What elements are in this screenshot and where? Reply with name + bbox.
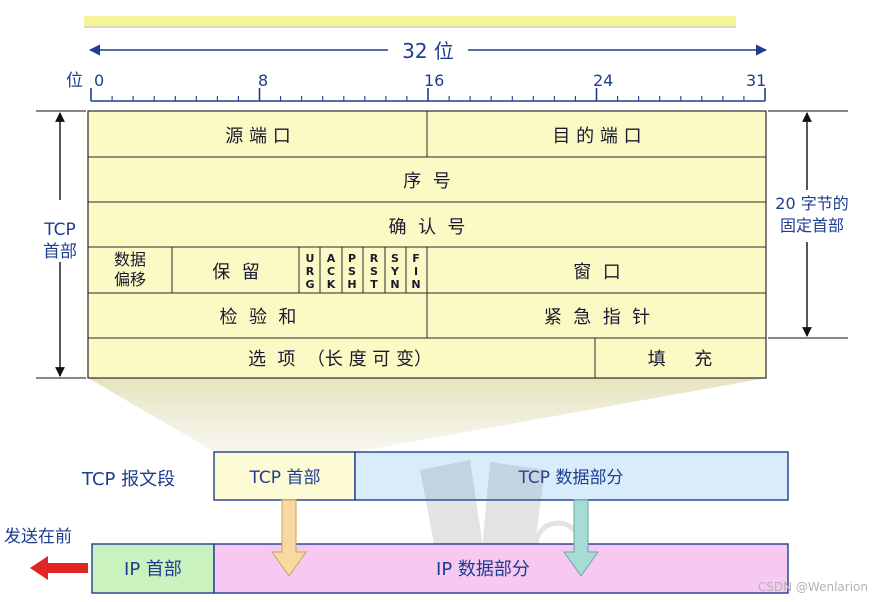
fin-flag: F I N bbox=[411, 252, 420, 291]
bit-tick-31: 31 bbox=[746, 71, 766, 90]
rst-flag-letter-2: S bbox=[370, 265, 378, 278]
window-cell: 窗 口 bbox=[573, 262, 620, 283]
header-encapsulation-arrow bbox=[271, 499, 307, 577]
syn-flag-letter-3: N bbox=[390, 278, 399, 291]
checksum-cell: 检 验 和 bbox=[220, 307, 297, 328]
reserved-cell: 保 留 bbox=[212, 262, 259, 283]
ruler-ticks bbox=[90, 88, 766, 101]
send-direction-arrow bbox=[30, 556, 88, 580]
syn-flag: S Y N bbox=[390, 252, 400, 291]
tcp-header-label-line-2: 首部 bbox=[43, 242, 77, 262]
options-cell: 选 项 （长 度 可 变） bbox=[248, 349, 432, 370]
dest-port-cell: 目 的 端 口 bbox=[552, 126, 641, 147]
psh-flag-letter-1: P bbox=[348, 252, 356, 265]
ip-header-box bbox=[91, 543, 215, 594]
urg-flag: U R G bbox=[305, 252, 314, 291]
tcp-header-label-line-1: TCP bbox=[43, 220, 76, 240]
syn-flag-letter-1: S bbox=[391, 252, 399, 265]
tcp-segment-data-box bbox=[354, 451, 789, 501]
width-label: 32 位 bbox=[402, 39, 454, 63]
fin-flag-letter-3: N bbox=[411, 278, 420, 291]
fin-flag-letter-1: F bbox=[412, 252, 420, 265]
bit-tick-8: 8 bbox=[258, 71, 268, 90]
urg-flag-letter-2: R bbox=[306, 265, 315, 278]
fin-flag-letter-2: I bbox=[414, 265, 418, 278]
data-offset-line-1: 数据 bbox=[114, 250, 146, 269]
ip-data-box bbox=[213, 543, 789, 594]
tcp-header-table: 源 端 口 目 的 端 口 序 号 确 认 号 数据 偏移 保 留 U R G … bbox=[87, 110, 767, 379]
ip-header-text: IP 首部 bbox=[124, 559, 182, 580]
ack-flag-letter-2: C bbox=[327, 265, 335, 278]
psh-flag-letter-2: S bbox=[348, 265, 356, 278]
ack-flag-letter-3: K bbox=[327, 278, 336, 291]
send-first-label: 发送在前 bbox=[4, 527, 72, 547]
syn-flag-letter-2: Y bbox=[390, 265, 400, 278]
fixed-header-label-line-2: 固定首部 bbox=[780, 216, 844, 235]
rst-flag: R S T bbox=[370, 252, 379, 291]
data-offset-line-2: 偏移 bbox=[114, 270, 146, 289]
urgent-pointer-cell: 紧 急 指 针 bbox=[544, 307, 650, 328]
psh-flag-letter-3: H bbox=[347, 278, 356, 291]
ip-data-text: IP 数据部分 bbox=[436, 559, 530, 580]
projection-shadow bbox=[88, 378, 766, 452]
rst-flag-letter-3: T bbox=[370, 278, 378, 291]
seq-number-cell: 序 号 bbox=[403, 171, 450, 192]
ack-number-cell: 确 认 号 bbox=[389, 217, 466, 238]
tcp-segment-data-text: TCP 数据部分 bbox=[518, 468, 624, 488]
tcp-segment-label: TCP 报文段 bbox=[81, 469, 175, 490]
bit-tick-0: 0 bbox=[94, 71, 104, 90]
data-encapsulation-arrow bbox=[563, 499, 599, 577]
ack-flag-letter-1: A bbox=[327, 252, 336, 265]
top-highlight-bar bbox=[84, 16, 736, 26]
bit-tick-24: 24 bbox=[593, 71, 613, 90]
ack-flag: A C K bbox=[327, 252, 336, 291]
padding-cell: 填 充 bbox=[648, 349, 713, 370]
bit-label: 位 bbox=[66, 71, 83, 91]
rst-flag-letter-1: R bbox=[370, 252, 379, 265]
urg-flag-letter-3: G bbox=[305, 278, 314, 291]
tcp-segment-header-box bbox=[213, 451, 356, 501]
bit-tick-16: 16 bbox=[424, 71, 444, 90]
psh-flag: P S H bbox=[347, 252, 356, 291]
tcp-segment-header-text: TCP 首部 bbox=[249, 468, 321, 488]
source-port-cell: 源 端 口 bbox=[225, 126, 290, 147]
csdn-watermark: CSDN @Wenlarion bbox=[758, 580, 868, 594]
fixed-header-label-line-1: 20 字节的 bbox=[775, 194, 848, 213]
urg-flag-letter-1: U bbox=[306, 252, 315, 265]
